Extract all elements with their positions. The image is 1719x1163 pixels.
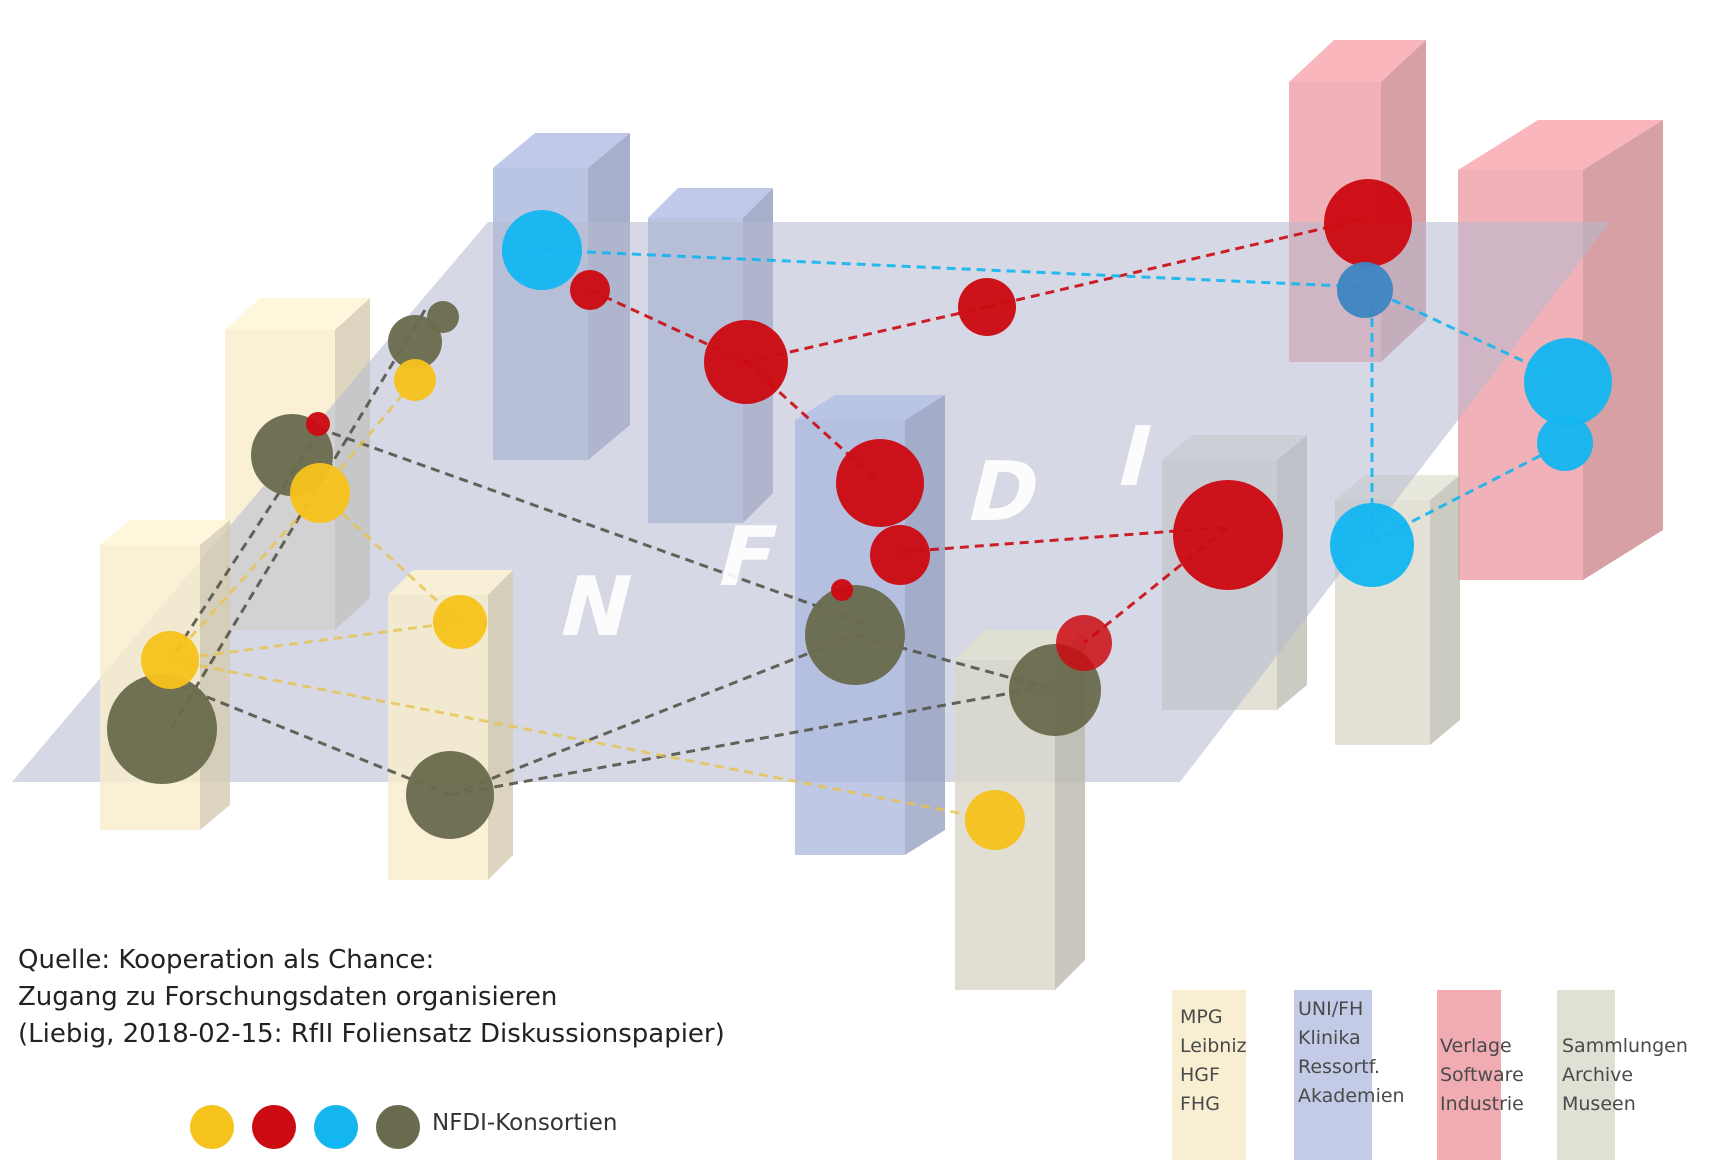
legend-dot-olive: [376, 1105, 420, 1149]
source-line-3: (Liebig, 2018-02-15: RfII Foliensatz Dis…: [18, 1019, 725, 1049]
legend-item-uni-fh: UNI/FH: [1298, 998, 1364, 1020]
connector-yellow-19: [318, 379, 417, 494]
consortium-node-olive-0: [107, 674, 217, 784]
legend-group-sammlungen: Sammlungen Archive Museen: [1562, 1003, 1688, 1119]
source-line-2: Zugang zu Forschungsdaten organisieren: [18, 982, 558, 1012]
legend-dot-yellow: [190, 1105, 234, 1149]
consortium-node-red-22: [1173, 480, 1283, 590]
prism-uni-front-top: [795, 395, 945, 420]
connector-olive-12: [164, 678, 451, 797]
prism-uni-front-side: [905, 395, 945, 855]
legend-item-sammlungen: Sammlungen: [1562, 1035, 1688, 1057]
legend-dot-cyan: [314, 1105, 358, 1149]
consortium-node-cyan-17: [1537, 415, 1593, 471]
consortium-node-yellow-26: [965, 790, 1025, 850]
prism-uni-back-1-top: [493, 133, 630, 168]
legend-group-uni: UNI/FH Klinika Ressortf. Akademien: [1298, 995, 1405, 1111]
consortium-node-red-11: [570, 270, 610, 310]
legend-item-fhg: FHG: [1180, 1093, 1220, 1115]
consortium-node-red-14: [1324, 179, 1412, 267]
source-caption: Quelle: Kooperation als Chance: Zugang z…: [18, 942, 725, 1053]
connector-cyan-6: [541, 248, 1366, 289]
connector-red-2: [986, 216, 1369, 309]
legend-item-museen: Museen: [1562, 1093, 1636, 1115]
consortium-node-olive-7: [427, 301, 459, 333]
consortium-node-olive-2: [406, 751, 494, 839]
prism-verlage-right-top: [1458, 120, 1663, 170]
consortium-node-cyan-23: [1330, 503, 1414, 587]
legend-item-ressortf: Ressortf.: [1298, 1056, 1381, 1078]
prism-uni-back-2-top: [648, 188, 773, 218]
connector-yellow-20: [318, 491, 462, 624]
legend-group-mpg: MPG Leibniz HGF FHG: [1180, 1003, 1247, 1119]
consortium-node-red-13: [958, 278, 1016, 336]
consortium-node-yellow-1: [141, 631, 199, 689]
connector-olive-14: [449, 633, 856, 797]
consortium-node-red-5: [306, 412, 330, 436]
connector-yellow-21: [169, 658, 996, 822]
prism-mpg-front-2-top: [388, 570, 513, 595]
consortium-node-red-18: [836, 439, 924, 527]
legend-box-verlage: [1437, 990, 1501, 1160]
legend-item-klinika: Klinika: [1298, 1027, 1361, 1049]
legend-item-leibniz: Leibniz: [1180, 1035, 1247, 1057]
prism-mpg-back-top: [225, 298, 370, 330]
legend-item-software: Software: [1440, 1064, 1524, 1086]
legend-item-akademien: Akademien: [1298, 1085, 1405, 1107]
prism-verlage-right-side: [1583, 120, 1663, 580]
consortium-node-red-25: [1056, 615, 1112, 671]
consortia-legend-label: NFDI-Konsortien: [432, 1110, 618, 1136]
source-line-1: Quelle: Kooperation als Chance:: [18, 945, 435, 975]
legend-item-hgf: HGF: [1180, 1064, 1220, 1086]
connector-yellow-18: [168, 491, 322, 662]
legend-group-verlage: Verlage Software Industrie: [1440, 1003, 1524, 1119]
consortium-node-cyan-10: [502, 210, 582, 290]
consortium-node-steel-15: [1337, 262, 1393, 318]
legend-box-uni: [1294, 990, 1372, 1160]
consortium-node-red-21: [831, 579, 853, 601]
consortium-node-olive-20: [805, 585, 905, 685]
legend-item-mpg: MPG: [1180, 1006, 1223, 1028]
legend-item-verlage: Verlage: [1440, 1035, 1512, 1057]
connector-olive-10: [168, 309, 427, 731]
connector-red-1: [745, 305, 988, 364]
legend-box-mpg: [1172, 990, 1246, 1160]
connector-olive-11: [317, 426, 871, 627]
legend-item-empty: [1440, 1003, 1524, 1032]
consortium-node-olive-6: [388, 315, 442, 369]
consortium-node-red-12: [704, 320, 788, 404]
legend-item-archive: Archive: [1562, 1064, 1634, 1086]
legend-item-empty: [1562, 1003, 1688, 1032]
consortium-node-cyan-16: [1524, 338, 1612, 426]
prism-sammlungen-back-2-side: [1430, 475, 1460, 745]
connector-olive-13: [449, 683, 1056, 797]
consortium-node-yellow-8: [394, 359, 436, 401]
legend-dot-red: [252, 1105, 296, 1149]
consortium-node-yellow-9: [433, 595, 487, 649]
legend-item-industrie: Industrie: [1440, 1093, 1524, 1115]
consortium-node-red-19: [870, 525, 930, 585]
prism-mpg-front-1-top: [100, 520, 230, 545]
prism-verlage-back-top: [1289, 40, 1426, 82]
consortium-node-yellow-4: [290, 463, 350, 523]
legend-box-sammlungen: [1557, 990, 1615, 1160]
connector-yellow-17: [169, 620, 461, 662]
